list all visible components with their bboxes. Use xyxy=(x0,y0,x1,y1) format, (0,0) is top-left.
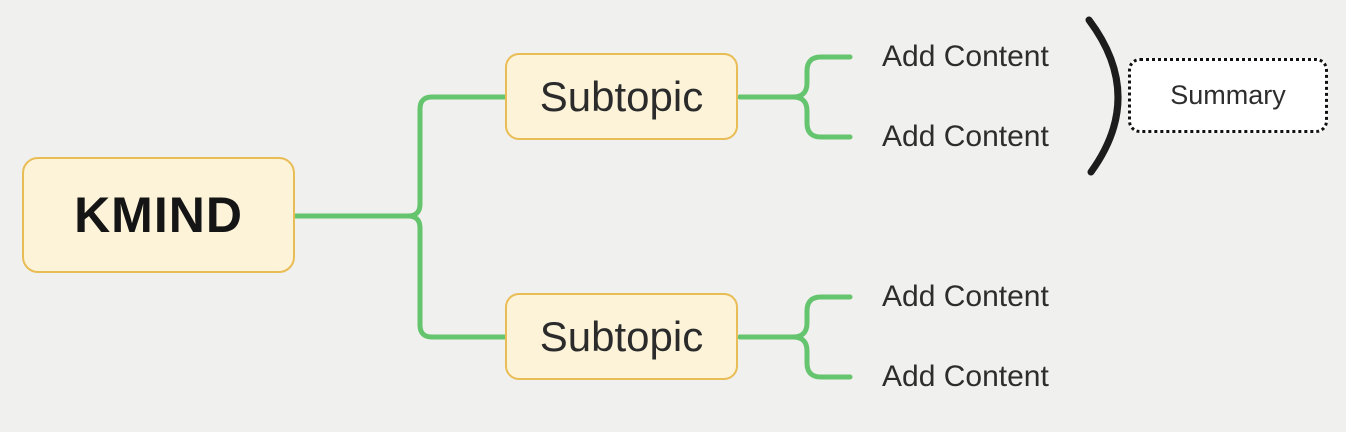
add-content-placeholder-3[interactable]: Add Content xyxy=(882,280,1049,313)
connector-subtopic-1-child-1 xyxy=(737,54,853,100)
add-content-placeholder-4[interactable]: Add Content xyxy=(882,360,1049,393)
root-topic-node[interactable]: KMIND xyxy=(22,157,295,273)
connector-subtopic-2-child-2 xyxy=(737,334,853,380)
subtopic-2-label: Subtopic xyxy=(539,312,704,360)
connector-root-to-subtopic-1 xyxy=(292,94,508,219)
root-topic-label: KMIND xyxy=(74,187,243,243)
summary-brace xyxy=(1085,16,1122,176)
add-content-placeholder-1[interactable]: Add Content xyxy=(882,40,1049,73)
subtopic-node-1[interactable]: Subtopic xyxy=(505,53,738,140)
connector-subtopic-1-child-2 xyxy=(737,94,853,140)
summary-node[interactable]: Summary xyxy=(1128,58,1328,133)
add-content-placeholder-2[interactable]: Add Content xyxy=(882,120,1049,153)
connector-subtopic-2-child-1 xyxy=(737,294,853,340)
connector-root-to-subtopic-2 xyxy=(292,213,508,340)
subtopic-node-2[interactable]: Subtopic xyxy=(505,293,738,380)
summary-label: Summary xyxy=(1170,80,1286,110)
subtopic-1-label: Subtopic xyxy=(539,72,704,120)
